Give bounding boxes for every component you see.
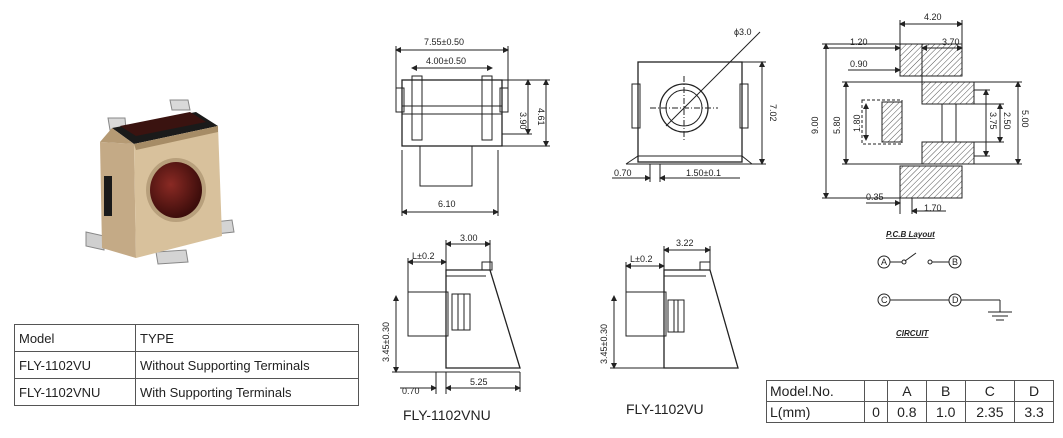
dim-height-a: 3.90 — [518, 112, 528, 130]
dim-height-b: 4.61 — [536, 108, 546, 126]
dim-vnu-length: 5.25 — [470, 377, 488, 387]
table-cell-length: 1.0 — [925, 401, 966, 423]
dim-pcb-left-a: 9.00 — [810, 116, 820, 134]
table-row: L(mm) 0 0.8 1.0 2.35 3.3 — [765, 401, 1054, 423]
model-length-table: Model.No. A B C D L(mm) 0 0.8 1.0 2.35 3… — [765, 380, 1054, 423]
dim-vu-l-tolerance: L±0.2 — [630, 254, 652, 264]
table-header-model: Model — [14, 324, 136, 352]
pcb-layout-drawing — [822, 20, 1022, 214]
product-photo — [85, 99, 235, 265]
table-row: Model.No. A B C D — [765, 380, 1054, 402]
table-cell-model: D — [1014, 380, 1054, 402]
dim-width-inner: 4.00±0.50 — [426, 56, 466, 66]
dim-vnu-width: 3.00 — [460, 233, 478, 243]
circuit-node-c: C — [881, 295, 888, 305]
dim-front-pad: 0.70 — [614, 168, 632, 178]
table-cell-length: 3.3 — [1014, 401, 1054, 423]
circuit-node-b: B — [952, 257, 958, 267]
dim-vnu-pad: 0.70 — [402, 386, 420, 396]
dim-pcb-top-d: 0.90 — [850, 59, 868, 69]
table-header-model-no: Model.No. — [765, 380, 866, 402]
table-header-type: TYPE — [135, 324, 359, 352]
dim-pcb-top-a: 4.20 — [924, 12, 942, 22]
dim-vnu-l-tolerance: L±0.2 — [412, 251, 434, 261]
table-cell-model: A — [886, 380, 927, 402]
dim-pcb-right-a: 3.75 — [988, 112, 998, 130]
dim-front-spacing: 1.50±0.1 — [686, 168, 721, 178]
table-row: FLY-1102VNU With Supporting Terminals — [14, 378, 359, 406]
circuit-label: CIRCUIT — [896, 329, 930, 338]
dim-vnu-height: 3.45±0.30 — [381, 322, 391, 362]
caption-fly-1102vnu: FLY-1102VNU — [403, 407, 491, 423]
circuit-node-a: A — [881, 257, 887, 267]
top-view-drawing — [395, 46, 550, 216]
dim-pcb-right-b: 2.50 — [1002, 112, 1012, 130]
table-cell-model: B — [925, 380, 966, 402]
dim-pcb-left-b: 5.80 — [832, 116, 842, 134]
table-cell-type: Without Supporting Terminals — [135, 351, 359, 379]
dim-pcb-bottom-a: 0.35 — [866, 192, 884, 202]
dim-pcb-top-c: 3.70 — [942, 37, 960, 47]
pcb-layout-label: P.C.B Layout — [886, 230, 935, 239]
circuit-symbol — [877, 252, 1012, 321]
table-cell-model: FLY-1102VU — [14, 351, 136, 379]
side-view-vu-drawing — [610, 246, 739, 369]
table-cell-length: 2.35 — [964, 401, 1016, 423]
table-cell-length: 0.8 — [886, 401, 927, 423]
dim-diameter: ϕ3.0 — [734, 27, 752, 37]
table-cell-model — [864, 380, 888, 402]
dim-vu-width: 3.22 — [676, 238, 694, 248]
table-cell-type: With Supporting Terminals — [135, 378, 359, 406]
front-view-drawing — [612, 31, 766, 182]
dim-bottom-width: 6.10 — [438, 199, 456, 209]
table-cell-model: C — [964, 380, 1016, 402]
model-type-table: Model TYPE FLY-1102VU Without Supporting… — [14, 324, 359, 406]
dim-pcb-right-c: 5.00 — [1020, 110, 1030, 128]
table-cell-model: FLY-1102VNU — [14, 378, 136, 406]
table-row: Model TYPE — [14, 324, 359, 352]
side-view-vnu-drawing — [392, 240, 521, 394]
dim-front-height: 7.02 — [768, 104, 778, 122]
caption-fly-1102vu: FLY-1102VU — [626, 401, 704, 417]
table-cell-length: 0 — [864, 401, 888, 423]
dim-pcb-bottom-b: 1.70 — [924, 203, 942, 213]
circuit-node-d: D — [952, 295, 959, 305]
dim-pcb-top-b: 1.20 — [850, 37, 868, 47]
dim-vu-height: 3.45±0.30 — [599, 324, 609, 364]
dim-pcb-left-c: 1.80 — [852, 114, 862, 132]
table-header-length: L(mm) — [765, 401, 866, 423]
table-row: FLY-1102VU Without Supporting Terminals — [14, 351, 359, 379]
dim-width-overall: 7.55±0.50 — [424, 37, 464, 47]
